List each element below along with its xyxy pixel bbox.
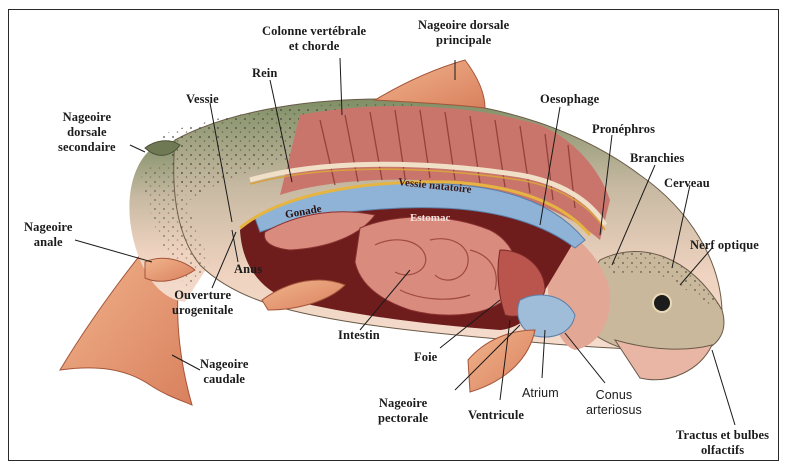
- label-foie: Foie: [414, 350, 437, 365]
- label-intestin: Intestin: [338, 328, 380, 343]
- dorsal-fin-main: [375, 60, 485, 108]
- label-nerf-optique: Nerf optique: [690, 238, 759, 253]
- label-vessie: Vessie: [186, 92, 219, 107]
- label-ventricule: Ventricule: [468, 408, 524, 423]
- label-anus: Anus: [234, 262, 262, 277]
- eye: [653, 294, 671, 312]
- label-atrium: Atrium: [522, 386, 559, 401]
- label-branchies: Branchies: [630, 151, 684, 166]
- label-oesophage: Oesophage: [540, 92, 599, 107]
- pectoral-fin: [468, 330, 535, 392]
- label-rein: Rein: [252, 66, 277, 81]
- label-estomac: Estomac: [410, 212, 450, 224]
- label-cerveau: Cerveau: [664, 176, 710, 191]
- label-pronephros: Pronéphros: [592, 122, 655, 137]
